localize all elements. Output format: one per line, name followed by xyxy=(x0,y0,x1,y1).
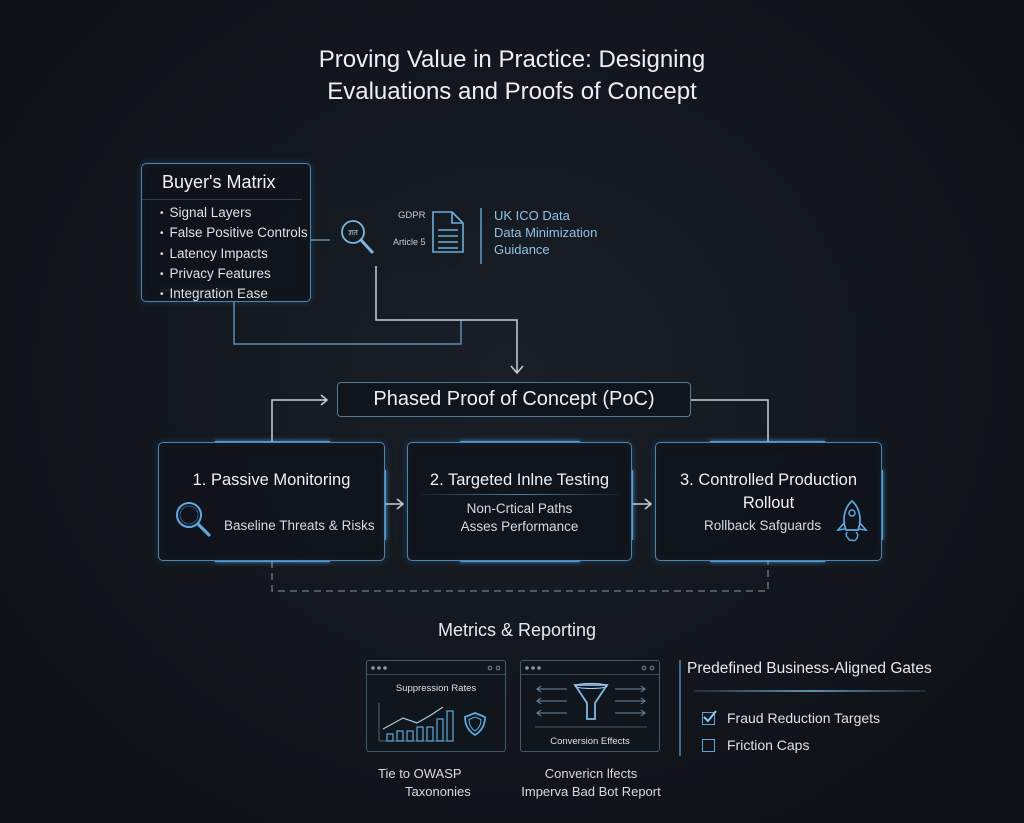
page-title: Proving Value in Practice: Designing Eva… xyxy=(0,44,1024,108)
connector-reference-to-poc xyxy=(375,266,518,373)
suppression-card: Suppression Rates xyxy=(366,660,506,752)
card-titlebar xyxy=(367,661,505,675)
arrowhead-right xyxy=(396,498,405,510)
magnifier-glyph: ज्ञत xyxy=(348,228,358,237)
rocket-icon xyxy=(835,499,869,542)
suppression-card-label: Suppression Rates xyxy=(395,683,477,694)
gate-label: Friction Caps xyxy=(727,737,810,753)
list-item: Integration Ease xyxy=(160,285,310,305)
list-item: False Positive Controls xyxy=(160,224,310,244)
guidance-line: Data Minimization xyxy=(494,225,598,240)
magnifier-icon: ज्ञत xyxy=(341,220,374,254)
phase-2-subtitle-1: Non-Crtical Paths xyxy=(466,501,573,516)
list-item: Latency Impacts xyxy=(160,245,310,265)
caption-line: Taxononies xyxy=(405,784,471,799)
suppression-caption: Tie to OWASP Taxononies xyxy=(378,765,471,801)
gates-divider xyxy=(679,660,681,756)
magnifier-icon xyxy=(176,502,211,537)
checkbox-checked[interactable] xyxy=(702,709,717,725)
gate-item-fraud-reduction[interactable]: Fraud Reduction Targets xyxy=(702,709,881,726)
title-line-1: Proving Value in Practice: Designing xyxy=(318,46,706,73)
arrowhead-down xyxy=(510,365,524,375)
gates-rule xyxy=(694,690,926,692)
caption-line: Convericn lfects xyxy=(544,766,638,781)
title-line-2: Evaluations and Proofs of Concept xyxy=(327,78,697,105)
connector-phase1-to-poc xyxy=(271,399,327,442)
guidance-text: UK ICO Data Data Minimization Guidance xyxy=(494,207,597,258)
gates-title: Predefined Business-Aligned Gates xyxy=(687,660,932,677)
phase-2-subtitle-2: Asses Performance xyxy=(460,519,579,534)
list-item: Privacy Features xyxy=(160,265,310,285)
guidance-line: Guidance xyxy=(494,242,550,257)
gate-label: Fraud Reduction Targets xyxy=(727,710,881,726)
conversion-card: Conversion Effects xyxy=(520,660,660,752)
phase-2-title: 2. Targeted Inlne Testing xyxy=(429,471,610,489)
arrowhead-right xyxy=(320,394,329,406)
phase-3-box: 3. Controlled Production Rollout Rollbac… xyxy=(655,442,882,561)
window-dots-icon xyxy=(525,665,655,671)
gdpr-label: GDPR xyxy=(398,210,426,221)
list-item: Signal Layers xyxy=(160,204,310,224)
connector-poc-to-phase3 xyxy=(691,399,769,442)
caption-line: Imperva Bad Bot Report xyxy=(521,784,661,799)
buyers-matrix-list: Signal Layers False Positive Controls La… xyxy=(142,200,310,305)
card-titlebar xyxy=(521,661,659,675)
buyers-matrix-box: Buyer's Matrix Signal Layers False Posit… xyxy=(141,163,311,302)
connector-matrix-loop xyxy=(233,302,462,345)
document-icon xyxy=(432,211,464,253)
reference-divider xyxy=(480,208,482,264)
poc-header: Phased Proof of Concept (PoC) xyxy=(337,382,691,417)
phase-3-subtitle: Rollback Safguards xyxy=(704,518,822,533)
bar-chart-icon xyxy=(378,703,486,742)
article-label: Article 5 xyxy=(393,237,426,247)
phase-3-title-1: 3. Controlled Production xyxy=(679,471,858,489)
shield-icon xyxy=(464,712,486,737)
conversion-caption: Convericn lfects Imperva Bad Bot Report xyxy=(520,765,662,801)
feedback-loop-dashed xyxy=(271,561,769,592)
checkmark-icon xyxy=(703,709,717,722)
metrics-title: Metrics & Reporting xyxy=(437,620,597,640)
conversion-card-label: Conversion Effects xyxy=(550,736,630,747)
checkbox-unchecked[interactable] xyxy=(702,738,715,752)
phase-1-subtitle: Baseline Threats & Risks xyxy=(224,518,375,533)
phase-1-box: 1. Passive Monitoring Baseline Threats &… xyxy=(158,442,385,561)
gate-item-friction-caps[interactable]: Friction Caps xyxy=(702,737,809,753)
phase-2-box: 2. Targeted Inlne Testing Non-Crtical Pa… xyxy=(407,442,632,561)
phase-3-title-2: Rollout xyxy=(742,494,795,512)
reference-panel xyxy=(330,208,460,266)
caption-line: Tie to OWASP xyxy=(378,766,462,781)
window-dots-icon xyxy=(371,665,501,671)
phase-2-rule xyxy=(420,494,619,495)
phase-1-title: 1. Passive Monitoring xyxy=(192,471,351,489)
funnel-icon xyxy=(535,683,647,728)
arrowhead-right xyxy=(644,498,653,510)
guidance-line: UK ICO Data xyxy=(494,208,570,223)
buyers-matrix-title: Buyer's Matrix xyxy=(142,164,302,200)
